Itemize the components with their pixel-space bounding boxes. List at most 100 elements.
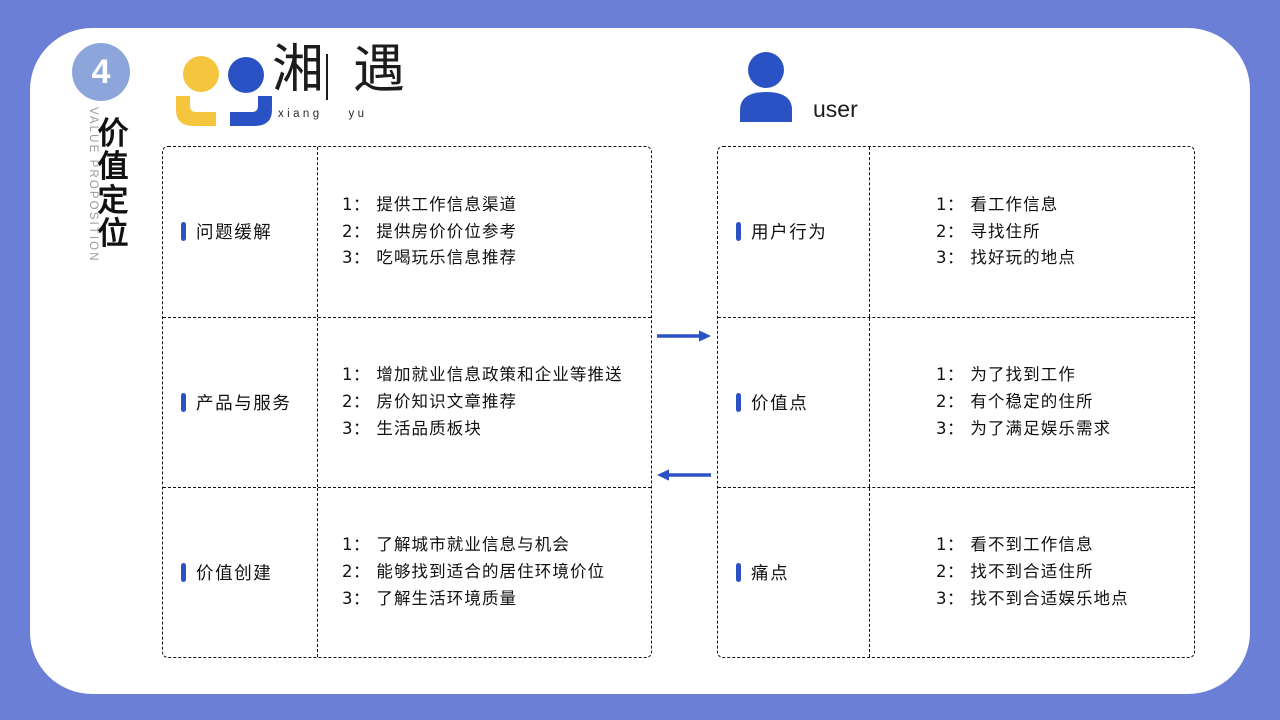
list-item: 2： 找不到合适住所 xyxy=(936,559,1129,586)
brand-pinyin: xiang yu xyxy=(278,108,367,120)
list-item-text: 房价知识文章推荐 xyxy=(376,392,518,412)
list-item-number: 1： xyxy=(936,365,964,385)
list-item: 3： 为了满足娱乐需求 xyxy=(936,416,1111,443)
value-label-cell: 价值创建 xyxy=(163,487,318,657)
list-item-number: 3： xyxy=(342,588,370,608)
list-item-text: 生活品质板块 xyxy=(376,418,482,438)
row-label: 价值点 xyxy=(751,393,809,414)
accent-bar-icon xyxy=(181,392,186,412)
user-label-cell: 价值点 xyxy=(718,317,870,487)
list-item: 2： 寻找住所 xyxy=(936,219,1076,246)
list-item-number: 1： xyxy=(936,194,964,214)
row-label: 用户行为 xyxy=(751,223,828,244)
list-item-number: 2： xyxy=(342,221,370,241)
user-avatar-icon xyxy=(740,52,792,122)
list-item-text: 了解城市就业信息与机会 xyxy=(376,535,570,555)
list-item: 2： 提供房价价位参考 xyxy=(342,219,517,246)
row-label: 产品与服务 xyxy=(196,393,292,414)
list-item-number: 1： xyxy=(936,535,964,555)
list-item-text: 为了满足娱乐需求 xyxy=(970,418,1112,438)
list-item-text: 看不到工作信息 xyxy=(970,535,1094,555)
row-label: 问题缓解 xyxy=(196,223,273,244)
brand-logo: 湘遇 xiang yu xyxy=(168,44,408,140)
list-item-text: 提供工作信息渠道 xyxy=(376,194,518,214)
list-item-text: 找好玩的地点 xyxy=(970,248,1076,268)
list-item-text: 有个稳定的住所 xyxy=(970,392,1094,412)
list-item: 3： 生活品质板块 xyxy=(342,416,623,443)
list-item-text: 吃喝玩乐信息推荐 xyxy=(376,248,518,268)
section-rail: 4 价值定位 VALUE PROPOSITION xyxy=(42,20,152,350)
list-item-number: 1： xyxy=(342,194,370,214)
list-item: 2： 能够找到适合的居住环境价位 xyxy=(342,559,605,586)
accent-bar-icon xyxy=(736,392,741,412)
list-item: 3： 找不到合适娱乐地点 xyxy=(936,586,1129,613)
list-item: 3： 找好玩的地点 xyxy=(936,245,1076,272)
list-item-text: 找不到合适娱乐地点 xyxy=(970,588,1129,608)
list-item: 2： 房价知识文章推荐 xyxy=(342,389,623,416)
row-label: 价值创建 xyxy=(196,563,273,584)
wordmark-divider xyxy=(326,54,328,100)
list-item-number: 1： xyxy=(342,535,370,555)
list-item: 1： 提供工作信息渠道 xyxy=(342,192,517,219)
list-item-number: 2： xyxy=(936,562,964,582)
brand-wordmark-right: 遇 xyxy=(353,40,407,100)
smiley-face-logo-icon xyxy=(176,56,272,126)
brand-pinyin-left: xiang xyxy=(278,108,323,120)
list-item-number: 3： xyxy=(936,248,964,268)
arrow-right-icon xyxy=(657,330,711,342)
list-item-text: 为了找到工作 xyxy=(970,365,1076,385)
accent-bar-icon xyxy=(736,562,741,582)
list-item-number: 2： xyxy=(342,392,370,412)
list-item-text: 了解生活环境质量 xyxy=(376,588,518,608)
list-item-text: 提供房价价位参考 xyxy=(376,221,518,241)
list-item-text: 看工作信息 xyxy=(970,194,1059,214)
list-item-number: 1： xyxy=(342,365,370,385)
slide-card xyxy=(30,28,1250,694)
accent-bar-icon xyxy=(181,222,186,242)
list-item: 3： 吃喝玩乐信息推荐 xyxy=(342,245,517,272)
list-item-text: 能够找到适合的居住环境价位 xyxy=(376,562,606,582)
brand-wordmark: 湘遇 xyxy=(272,44,406,96)
list-item-number: 2： xyxy=(936,392,964,412)
list-item: 1： 了解城市就业信息与机会 xyxy=(342,532,605,559)
list-item-text: 增加就业信息政策和企业等推送 xyxy=(376,365,623,385)
value-label-cell: 问题缓解 xyxy=(163,147,318,317)
list-item-number: 2： xyxy=(342,562,370,582)
list-item-number: 3： xyxy=(936,418,964,438)
section-number-badge: 4 xyxy=(72,43,130,101)
list-item: 2： 有个稳定的住所 xyxy=(936,389,1111,416)
section-number: 4 xyxy=(91,53,111,91)
user-label: user xyxy=(813,96,858,122)
user-label-cell: 用户行为 xyxy=(718,147,870,317)
arrow-left-icon xyxy=(657,469,711,481)
list-item-text: 寻找住所 xyxy=(970,221,1041,241)
row-label: 痛点 xyxy=(751,563,790,584)
list-item-number: 3： xyxy=(342,248,370,268)
list-item: 3： 了解生活环境质量 xyxy=(342,586,605,613)
brand-pinyin-right: yu xyxy=(348,108,368,120)
accent-bar-icon xyxy=(736,222,741,242)
list-item-number: 2： xyxy=(936,221,964,241)
section-title-cn: 价值定位 xyxy=(97,116,129,253)
list-item-number: 3： xyxy=(342,418,370,438)
list-item: 1： 为了找到工作 xyxy=(936,362,1111,389)
list-item: 1： 看工作信息 xyxy=(936,192,1076,219)
